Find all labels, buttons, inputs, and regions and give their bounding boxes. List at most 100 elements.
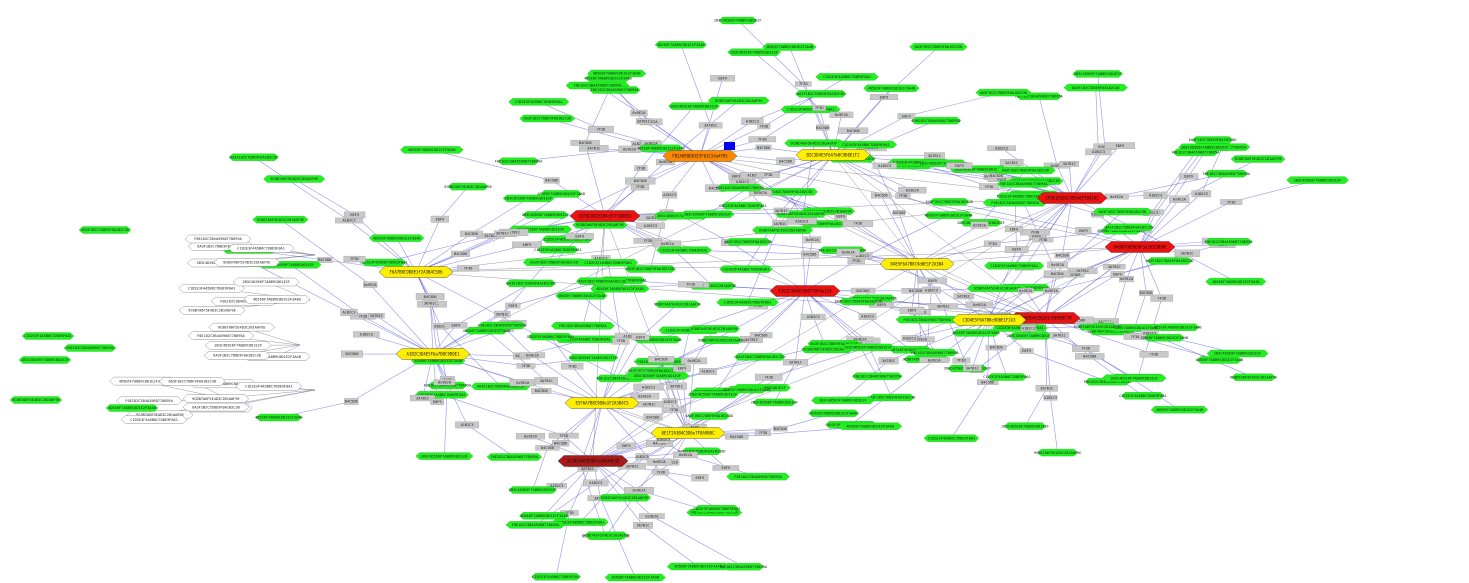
box-node[interactable]: [795, 81, 812, 87]
leaf-node[interactable]: [1196, 356, 1242, 364]
box-node[interactable]: [415, 293, 445, 301]
box-node[interactable]: [965, 301, 993, 309]
box-node[interactable]: [782, 359, 808, 366]
hub-node-yellow[interactable]: [564, 397, 640, 409]
outline-node[interactable]: [227, 244, 295, 253]
hub-node-yellow[interactable]: [395, 348, 471, 360]
hub-node-red[interactable]: [1036, 192, 1108, 204]
leaf-node[interactable]: [527, 332, 573, 341]
leaf-node[interactable]: [1072, 70, 1123, 78]
box-node[interactable]: [625, 177, 656, 185]
box-node[interactable]: [648, 356, 675, 363]
box-node[interactable]: [1075, 227, 1092, 235]
box-node[interactable]: [1043, 288, 1060, 294]
leaf-node[interactable]: [638, 144, 684, 152]
leaf-node[interactable]: [654, 41, 707, 49]
leaf-node[interactable]: [1093, 207, 1152, 216]
box-node[interactable]: [918, 277, 947, 284]
leaf-node[interactable]: [508, 486, 557, 494]
leaf-node[interactable]: [752, 398, 797, 407]
box-node[interactable]: [451, 250, 470, 257]
box-node[interactable]: [800, 313, 826, 320]
box-node[interactable]: [756, 172, 780, 178]
box-node[interactable]: [989, 173, 1004, 179]
leaf-node[interactable]: [688, 325, 741, 333]
box-node[interactable]: [583, 479, 609, 487]
box-node[interactable]: [1019, 229, 1051, 236]
leaf-node[interactable]: [584, 531, 629, 539]
box-node[interactable]: [368, 313, 385, 319]
box-node[interactable]: [983, 240, 1001, 247]
box-node[interactable]: [772, 220, 788, 228]
leaf-node[interactable]: [1230, 155, 1286, 163]
leaf-node[interactable]: [368, 234, 425, 242]
box-node[interactable]: [987, 145, 1017, 151]
leaf-node[interactable]: [688, 390, 739, 399]
box-node[interactable]: [999, 159, 1024, 167]
box-node[interactable]: [630, 392, 660, 400]
leaf-node[interactable]: [656, 246, 712, 254]
leaf-node[interactable]: [537, 246, 579, 254]
hub-node-red[interactable]: [769, 285, 841, 297]
leaf-node[interactable]: [1121, 392, 1165, 400]
box-node[interactable]: [1169, 195, 1190, 203]
box-node[interactable]: [754, 429, 771, 437]
box-node[interactable]: [444, 322, 468, 329]
leaf-node[interactable]: [505, 521, 566, 529]
leaf-node[interactable]: [1156, 323, 1200, 331]
box-node[interactable]: [343, 211, 366, 219]
box-node[interactable]: [505, 302, 521, 309]
box-node[interactable]: [570, 139, 600, 146]
box-node[interactable]: [1043, 395, 1058, 401]
leaf-node[interactable]: [952, 329, 1000, 337]
box-node[interactable]: [816, 124, 830, 131]
leaf-node[interactable]: [811, 396, 875, 405]
leaf-node[interactable]: [716, 184, 764, 192]
leaf-node[interactable]: [718, 16, 758, 25]
box-node[interactable]: [919, 357, 950, 363]
outline-node[interactable]: [178, 284, 245, 293]
box-node[interactable]: [534, 377, 558, 385]
outline-node[interactable]: [233, 277, 300, 287]
leaf-node[interactable]: [78, 226, 132, 234]
box-node[interactable]: [842, 219, 873, 228]
hub-node-yellow[interactable]: [951, 314, 1027, 326]
leaf-node[interactable]: [924, 211, 973, 219]
leaf-node[interactable]: [725, 238, 772, 246]
box-node[interactable]: [565, 232, 594, 240]
outline-node[interactable]: [235, 382, 303, 391]
leaf-node[interactable]: [400, 146, 464, 154]
box-node[interactable]: [1020, 324, 1037, 332]
box-node[interactable]: [872, 162, 897, 169]
box-node[interactable]: [561, 362, 584, 370]
box-node[interactable]: [588, 125, 614, 134]
outline-node[interactable]: [203, 351, 271, 360]
leaf-node[interactable]: [984, 262, 1045, 270]
hub-node-orange[interactable]: [662, 150, 738, 162]
box-node[interactable]: [1143, 191, 1168, 199]
box-node[interactable]: [655, 158, 675, 166]
box-node[interactable]: [858, 312, 877, 320]
box-node[interactable]: [1017, 287, 1034, 294]
box-node[interactable]: [344, 398, 359, 405]
leaf-node[interactable]: [815, 73, 879, 81]
box-node[interactable]: [652, 468, 669, 476]
leaf-node[interactable]: [550, 322, 615, 330]
leaf-node[interactable]: [838, 297, 879, 306]
leaf-node[interactable]: [1101, 374, 1167, 382]
box-node[interactable]: [1019, 348, 1034, 354]
leaf-node[interactable]: [625, 372, 690, 380]
leaf-node[interactable]: [105, 404, 159, 412]
box-node[interactable]: [494, 310, 511, 318]
box-node[interactable]: [316, 257, 333, 263]
leaf-node[interactable]: [721, 202, 765, 210]
leaf-node[interactable]: [21, 332, 75, 340]
leaf-node[interactable]: [795, 90, 847, 98]
leaf-node[interactable]: [263, 175, 326, 183]
leaf-node[interactable]: [726, 472, 790, 481]
box-node[interactable]: [755, 373, 783, 381]
leaf-node[interactable]: [1063, 83, 1128, 92]
box-node[interactable]: [895, 193, 911, 199]
outline-node[interactable]: [213, 258, 281, 267]
leaf-node[interactable]: [18, 356, 72, 364]
